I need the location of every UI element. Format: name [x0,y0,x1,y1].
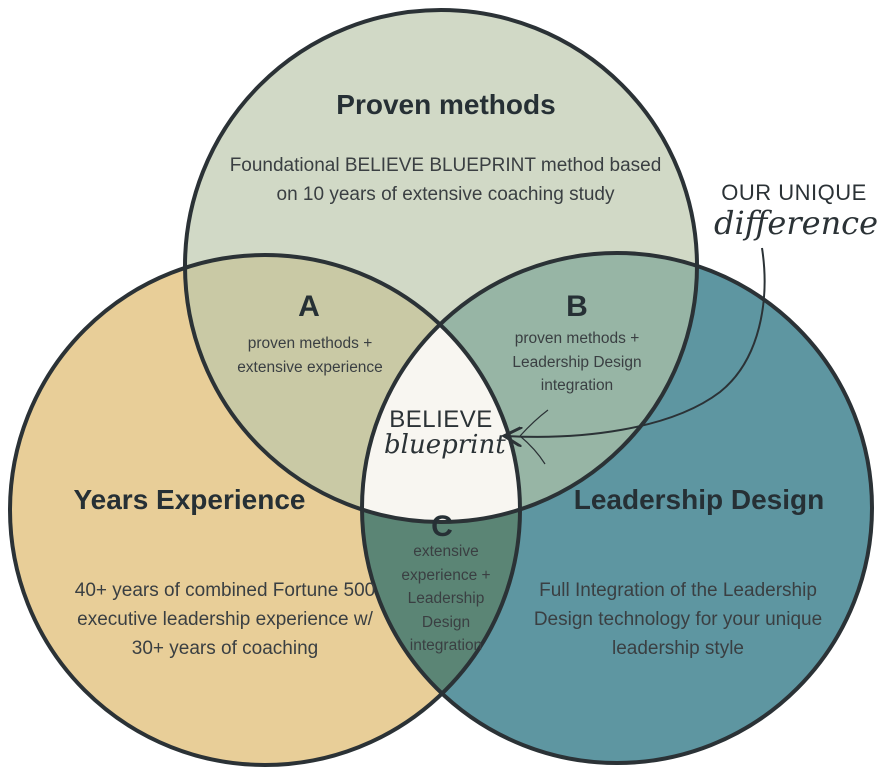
overlap-c-text: extensive experience + Leadership Design… [401,543,491,654]
overlap-a-text: proven methods + extensive experience [237,335,383,376]
proven-methods-text: Foundational BELIEVE BLUEPRINT method ba… [229,155,662,205]
overlap-b-text: proven methods + Leadership Design integ… [512,330,642,394]
outline-proven-methods [183,8,699,524]
leadership-design-text: Full Integration of the Leadership Desig… [533,580,823,659]
center-believe-title: BELIEVE [389,406,493,433]
callout-difference-script: difference [714,204,879,242]
center-blueprint-script: blueprint [384,430,506,460]
leadership-design-title: Leadership Design [573,484,825,515]
overlap-a-letter: A [298,290,320,323]
overlap-c-letter: C [431,510,453,543]
years-experience-text: 40+ years of combined Fortune 500 execut… [74,580,376,659]
callout-arrow-flourish [519,409,549,465]
years-experience-title: Years Experience [73,484,306,515]
proven-methods-title: Proven methods [336,89,556,120]
callout-arrow [506,247,766,437]
overlap-b-letter: B [566,290,588,323]
callout-our-unique: OUR UNIQUE [721,180,867,205]
